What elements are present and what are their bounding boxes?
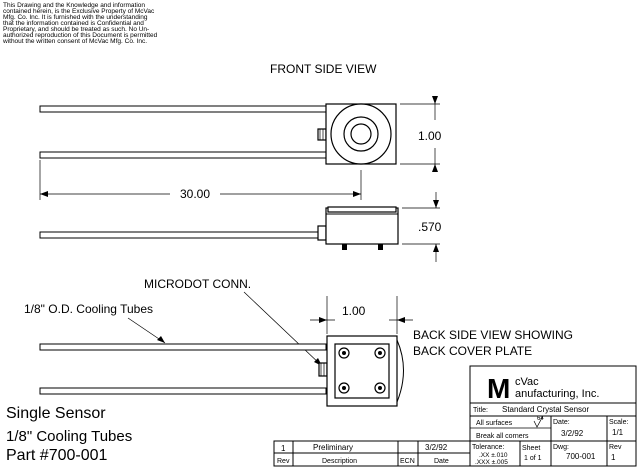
tolerance-xx: .XX ±.010 bbox=[479, 452, 508, 459]
dim-back-width: 1.00 bbox=[342, 304, 366, 318]
cooling-tube-lower bbox=[39, 151, 333, 159]
description-header: Description bbox=[322, 458, 357, 465]
svg-text:64: 64 bbox=[537, 416, 544, 422]
part-name: Single Sensor bbox=[6, 405, 106, 422]
cooling-tube-back-lower bbox=[39, 387, 327, 395]
scale-label: Scale: bbox=[609, 419, 629, 426]
revision-date: 3/2/92 bbox=[425, 443, 448, 452]
title-label: Title: bbox=[473, 407, 488, 414]
dim-side-thickness: .570 bbox=[418, 220, 442, 234]
company-logo: M bbox=[487, 373, 510, 404]
date-header: Date bbox=[434, 458, 449, 465]
microdot-connector bbox=[318, 362, 328, 377]
date-label: Date: bbox=[553, 419, 570, 426]
surface-finish-symbol: 64 bbox=[533, 415, 549, 428]
notice-line: that the information contained is Confid… bbox=[3, 20, 144, 27]
notice-line: Mfg. Co. Inc. It is furnished with the u… bbox=[3, 14, 148, 21]
connector-stub bbox=[317, 128, 327, 141]
notice-line: This Drawing and the Knowledge and infor… bbox=[3, 2, 145, 9]
dwg-value: 700-001 bbox=[566, 452, 596, 461]
part-number: Part #700-001 bbox=[6, 447, 108, 464]
surfaces-label: All surfaces bbox=[476, 420, 513, 427]
title-block: M cVac anufacturing, Inc. Title: Standar… bbox=[469, 365, 637, 467]
rev-value: 1 bbox=[611, 453, 616, 462]
front-view: 1.00 30.00 bbox=[39, 96, 442, 201]
dwg-label: Dwg: bbox=[553, 444, 569, 451]
title-value: Standard Crystal Sensor bbox=[502, 405, 589, 414]
company-name-line2: anufacturing, Inc. bbox=[515, 388, 599, 400]
revision-block: 1 Preliminary 3/2/92 Rev Description ECN… bbox=[273, 440, 471, 467]
housing-edge bbox=[396, 339, 404, 403]
sheet-value: 1 of 1 bbox=[524, 455, 542, 462]
mount-foot bbox=[342, 244, 347, 250]
rev-header: Rev bbox=[277, 458, 290, 465]
confidential-notice: This Drawing and the Knowledge and infor… bbox=[2, 2, 158, 45]
back-view-title-1: BACK SIDE VIEW SHOWING bbox=[413, 328, 573, 342]
sheet-label: Sheet bbox=[522, 445, 540, 452]
dim-tube-length: 30.00 bbox=[180, 187, 210, 201]
sensor-body-side bbox=[325, 207, 399, 245]
ecn-header: ECN bbox=[400, 458, 415, 465]
back-view: 1.00 bbox=[39, 296, 413, 407]
company-name-line1: cVac bbox=[515, 376, 539, 388]
cooling-tube-back-upper bbox=[39, 343, 327, 351]
rev-label: Rev bbox=[609, 444, 622, 451]
tolerance-xxx: .XXX ±.005 bbox=[475, 459, 508, 466]
crystal-aperture-inner bbox=[350, 123, 372, 145]
cooling-tube-side bbox=[39, 231, 323, 239]
scale-value: 1/1 bbox=[612, 428, 624, 437]
part-tube-spec: 1/8" Cooling Tubes bbox=[6, 428, 132, 445]
mount-foot bbox=[378, 244, 383, 250]
date-value: 3/2/92 bbox=[561, 429, 584, 438]
cooling-tube-upper bbox=[39, 105, 333, 113]
tolerance-label: Tolerance: bbox=[472, 444, 504, 451]
revision-number: 1 bbox=[281, 444, 286, 453]
corners-label: Break all corners bbox=[476, 433, 529, 440]
callout-cooling-tubes: 1/8" O.D. Cooling Tubes bbox=[24, 302, 153, 316]
connector-stub-side bbox=[317, 225, 327, 241]
cover-lip bbox=[327, 206, 397, 213]
leader-connector bbox=[243, 291, 323, 367]
side-view: .570 bbox=[39, 192, 442, 262]
notice-line: contained herein, is the Exclusive Prope… bbox=[3, 8, 155, 15]
back-view-title-2: BACK COVER PLATE bbox=[413, 344, 532, 358]
revision-description: Preliminary bbox=[313, 443, 353, 452]
front-view-title: FRONT SIDE VIEW bbox=[270, 62, 377, 76]
dim-front-height: 1.00 bbox=[418, 129, 442, 143]
callout-connector: MICRODOT CONN. bbox=[144, 277, 251, 291]
notice-line: without the written consent of McVac Mfg… bbox=[2, 38, 147, 45]
notice-line: Proprietary, and should be treated as su… bbox=[3, 26, 149, 33]
notice-line: authorized reproduction of this Document… bbox=[3, 32, 158, 39]
